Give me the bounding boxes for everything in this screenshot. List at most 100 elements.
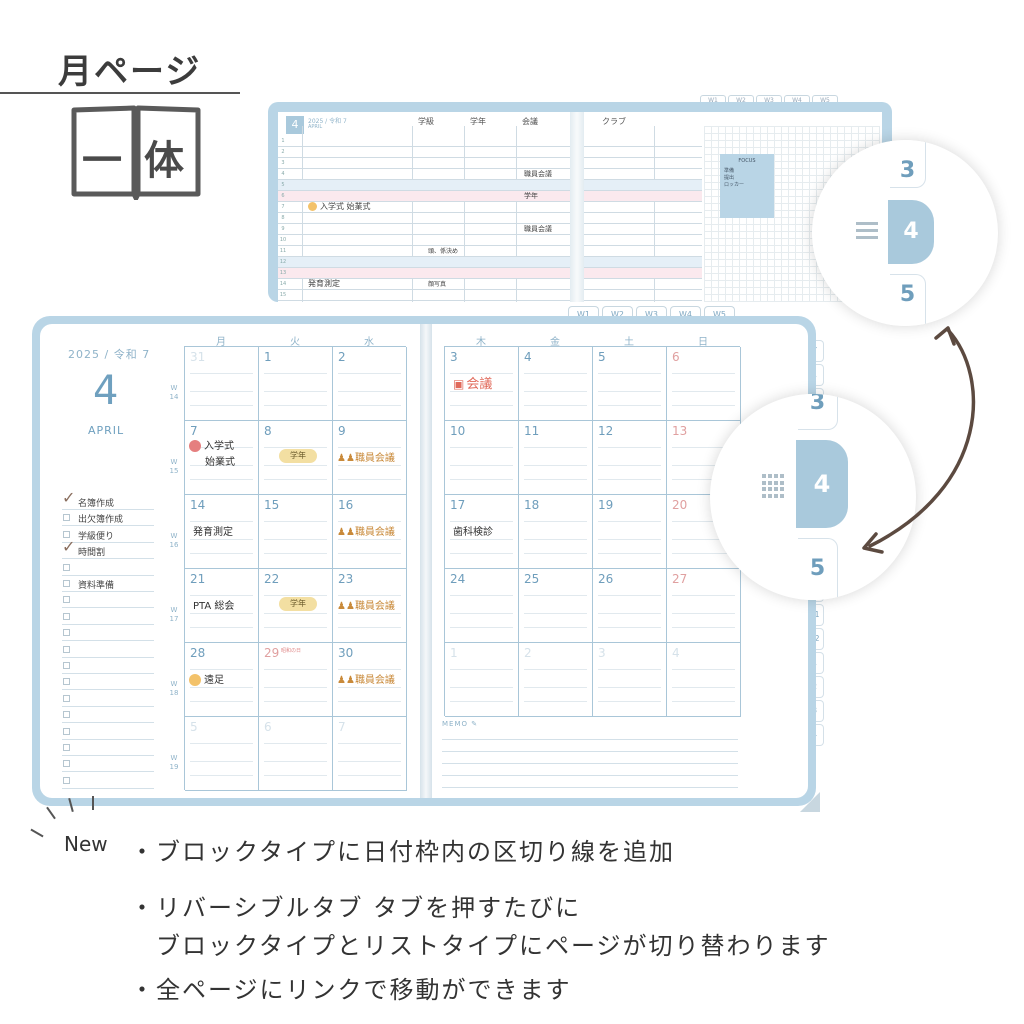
day-divider-line (524, 391, 587, 392)
checkbox[interactable] (63, 563, 70, 571)
calendar-day-cell[interactable]: 31 (185, 347, 259, 421)
todo-item[interactable] (62, 625, 154, 642)
calendar-day-cell[interactable]: 2 (333, 347, 407, 421)
zoom-tab-3[interactable]: 3 (890, 140, 926, 188)
zoom-tab-5[interactable]: 5 (890, 274, 926, 326)
grade-pill: 学年 (279, 597, 317, 611)
checkbox[interactable] (63, 645, 70, 653)
calendar-day-cell[interactable]: 1 (259, 347, 333, 421)
back-row-day: 6 (281, 193, 285, 199)
calendar-day-cell[interactable]: 24 (445, 569, 519, 643)
checkbox[interactable] (63, 580, 70, 587)
checkbox[interactable] (63, 744, 70, 751)
todo-item[interactable] (62, 560, 154, 576)
checkbox[interactable] (63, 694, 70, 702)
calendar-day-cell[interactable]: 23♟♟職員会議 (333, 569, 407, 643)
day-divider-line (598, 391, 661, 392)
todo-item[interactable] (62, 724, 154, 740)
checkbox[interactable] (63, 530, 70, 538)
double-arrow-icon (862, 326, 976, 554)
todo-item[interactable] (62, 658, 154, 674)
todo-item[interactable]: ✓名簿作成 (62, 488, 154, 510)
todo-item[interactable]: 資料準備 (62, 576, 154, 592)
todo-item[interactable] (62, 609, 154, 625)
checkbox[interactable] (63, 662, 70, 669)
calendar-day-cell[interactable]: 5 (185, 717, 259, 791)
calendar-day-cell[interactable]: 25 (519, 569, 593, 643)
back-row-day: 3 (281, 160, 285, 166)
todo-item[interactable] (62, 707, 154, 724)
todo-item[interactable] (62, 773, 154, 789)
todo-item[interactable] (62, 691, 154, 707)
checkbox[interactable] (63, 760, 70, 768)
day-divider-line (338, 687, 401, 688)
calendar-day-cell[interactable]: 9♟♟職員会議 (333, 421, 407, 495)
calendar-day-cell[interactable]: 30♟♟職員会議 (333, 643, 407, 717)
staff-meeting: ♟♟職員会議 (337, 597, 395, 612)
todo-item[interactable]: 出欠簿作成 (62, 510, 154, 527)
back-week-tab[interactable]: W5 (812, 95, 838, 105)
zoom-tab-5[interactable]: 5 (798, 538, 838, 600)
todo-item[interactable]: 学級便り (62, 527, 154, 543)
back-week-tab[interactable]: W2 (728, 95, 754, 105)
back-week-tab[interactable]: W3 (756, 95, 782, 105)
todo-item[interactable] (62, 740, 154, 756)
calendar-day-cell[interactable]: 10 (445, 421, 519, 495)
todo-item[interactable] (62, 674, 154, 691)
checkbox[interactable] (63, 727, 70, 735)
back-week-tab[interactable]: W4 (784, 95, 810, 105)
calendar-day-cell[interactable]: 3▣会議 (445, 347, 519, 421)
calendar-day-cell[interactable]: 26 (593, 569, 667, 643)
todo-item[interactable] (62, 642, 154, 658)
checkbox[interactable] (63, 629, 70, 637)
calendar-day-cell[interactable]: 11 (519, 421, 593, 495)
checkbox[interactable] (63, 678, 70, 686)
checkbox[interactable] (63, 612, 70, 620)
zoom-tab-3[interactable]: 3 (798, 394, 838, 430)
zoom-tab-4-active[interactable]: 4 (888, 200, 934, 264)
calendar-day-cell[interactable]: 16♟♟職員会議 (333, 495, 407, 569)
day-number: 27 (672, 572, 688, 586)
day-divider-line (264, 553, 327, 554)
calendar-day-cell[interactable]: 1 (445, 643, 519, 717)
calendar-day-cell[interactable]: 15 (259, 495, 333, 569)
calendar-day-cell[interactable]: 6 (667, 347, 741, 421)
calendar-day-cell[interactable]: 4 (667, 643, 741, 717)
todo-item[interactable] (62, 756, 154, 773)
zoom-tab-4-active[interactable]: 4 (796, 440, 848, 528)
day-divider-line (264, 743, 327, 744)
calendar-day-cell[interactable]: 12 (593, 421, 667, 495)
calendar-day-cell[interactable]: 7 (333, 717, 407, 791)
checkbox[interactable] (63, 514, 70, 522)
checkbox[interactable] (63, 596, 70, 604)
day-divider-line (190, 761, 253, 762)
todo-item[interactable] (62, 592, 154, 609)
day-divider-line (598, 627, 661, 628)
calendar-day-cell[interactable]: 6 (259, 717, 333, 791)
back-list-row (584, 257, 702, 268)
list-icon[interactable] (856, 222, 878, 239)
todo-text: 名簿作成 (78, 499, 115, 509)
checkbox[interactable] (63, 776, 70, 784)
calendar-day-cell[interactable]: 19 (593, 495, 667, 569)
calendar-day-cell[interactable]: 18 (519, 495, 593, 569)
day-divider-line (598, 405, 661, 406)
calendar-day-cell[interactable]: 27 (667, 569, 741, 643)
calendar-day-cell[interactable]: 3 (593, 643, 667, 717)
back-week-tab[interactable]: W1 (700, 95, 726, 105)
grid-icon[interactable] (762, 474, 786, 498)
calendar-day-cell[interactable]: 5 (593, 347, 667, 421)
calendar-day-cell[interactable]: 4 (519, 347, 593, 421)
calendar-day-cell[interactable]: 2 (519, 643, 593, 717)
todo-item[interactable]: ✓時間割 (62, 537, 154, 560)
day-divider-line (598, 521, 661, 522)
checkbox[interactable] (63, 711, 70, 719)
